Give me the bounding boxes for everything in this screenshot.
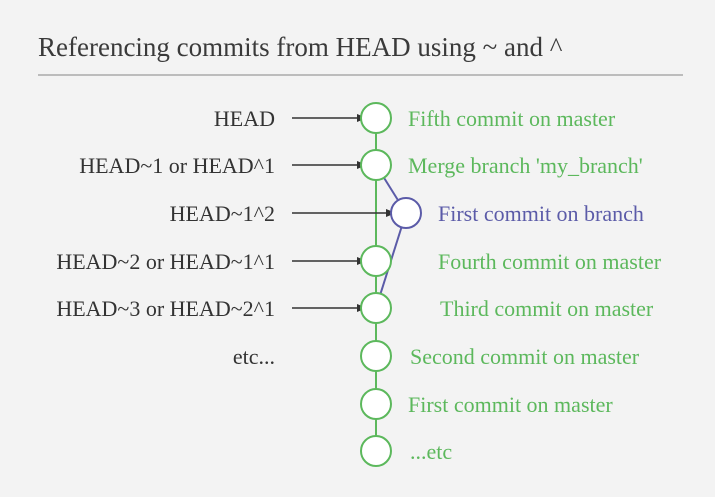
commit-node-master-4 xyxy=(360,292,392,324)
commit-node-master-3 xyxy=(360,245,392,277)
commit-label-fourth: Fourth commit on master xyxy=(438,249,662,274)
ref-label-etc: etc... xyxy=(233,344,275,369)
commit-node-master-7 xyxy=(360,435,392,467)
ref-label-branch: HEAD~1^2 xyxy=(170,201,275,226)
ref-labels: HEAD HEAD~1 or HEAD^1 HEAD~1^2 HEAD~2 or… xyxy=(56,106,275,369)
ref-label-head-1: HEAD~1 or HEAD^1 xyxy=(79,153,275,178)
commit-label-branch-first: First commit on branch xyxy=(438,201,644,226)
ref-label-head-2: HEAD~2 or HEAD~1^1 xyxy=(56,249,275,274)
diagram-title: Referencing commits from HEAD using ~ an… xyxy=(38,32,563,62)
commit-label-second: Second commit on master xyxy=(410,344,640,369)
commit-label-etc: ...etc xyxy=(410,439,452,464)
commit-labels: Fifth commit on master Merge branch 'my_… xyxy=(408,106,662,464)
commit-nodes xyxy=(360,102,422,467)
commit-node-master-5 xyxy=(360,340,392,372)
commit-node-master-2 xyxy=(360,149,392,181)
ref-label-head: HEAD xyxy=(214,106,275,131)
commit-node-master-6 xyxy=(360,388,392,420)
commit-label-third: Third commit on master xyxy=(440,296,654,321)
ref-label-head-3: HEAD~3 or HEAD~2^1 xyxy=(56,296,275,321)
commit-label-fifth: Fifth commit on master xyxy=(408,106,616,131)
commit-node-master-1 xyxy=(360,102,392,134)
commit-node-branch xyxy=(390,197,422,229)
ref-arrows xyxy=(292,114,396,312)
commit-label-merge: Merge branch 'my_branch' xyxy=(408,153,643,178)
commit-label-first: First commit on master xyxy=(408,392,613,417)
